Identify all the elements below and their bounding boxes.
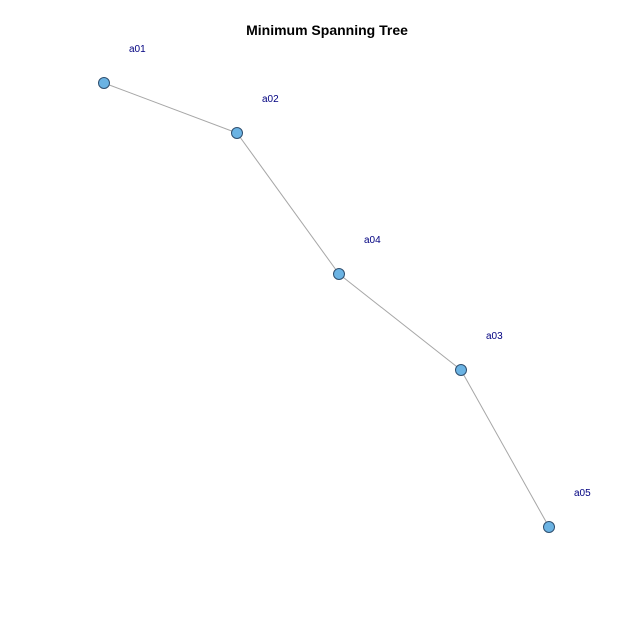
node-label-a01: a01 [129, 44, 146, 55]
edge-a03-a05 [460, 369, 550, 528]
nodes-layer [98, 77, 555, 533]
node-label-a05: a05 [574, 488, 591, 499]
node-a02 [231, 127, 243, 139]
node-label-a02: a02 [262, 94, 279, 105]
edge-a02-a04 [236, 132, 340, 275]
node-a05 [543, 521, 555, 533]
plot-title: Minimum Spanning Tree [246, 22, 408, 38]
node-label-a04: a04 [364, 235, 381, 246]
node-a03 [455, 364, 467, 376]
edge-a04-a03 [338, 273, 462, 371]
edges-layer [103, 82, 550, 528]
node-a04 [333, 268, 345, 280]
labels-layer: a01 a02 a04 a03 a05 [129, 44, 591, 499]
node-a01 [98, 77, 110, 89]
edge-a01-a02 [103, 82, 238, 134]
node-label-a03: a03 [486, 331, 503, 342]
